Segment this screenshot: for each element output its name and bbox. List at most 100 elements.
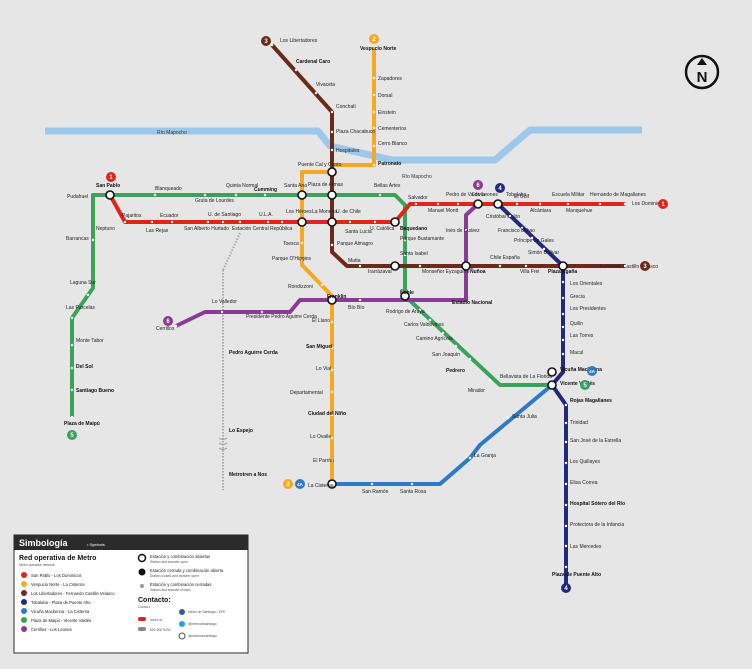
svg-text:San Pablo - Los Dominicos: San Pablo - Los Dominicos [31,573,82,578]
station-label: Blanqueado [155,186,182,192]
interchange-station[interactable] [327,217,337,227]
station-label: Ñuñoa [470,268,486,275]
river-label: Río Mapocho [402,174,432,180]
station-label: Monte Tabor [76,338,104,344]
station-label: San Miguel [306,344,333,350]
svg-text:6: 6 [166,319,170,325]
legend-line-item: Los Libertadores - Fernando Castillo Vel… [21,590,115,596]
station-label: Baquedano [400,226,427,232]
station-label: Carlos Valdovinos [404,322,444,328]
station-label: Las Torres [570,333,594,339]
station-label: La Cisterna [308,483,334,489]
station-label: Irarrázaval [368,269,392,275]
interchange-station[interactable] [390,217,400,227]
line-badge: 5 [67,430,77,440]
station-label: Plaza de Armas [308,182,344,188]
station-label: Los Héroes [286,209,312,215]
line-badge: 6 [163,316,173,326]
station-label: Los Presidentes [570,306,606,312]
station-label: Inés de Suárez [446,228,480,234]
station-label: Vivaceta [316,82,335,88]
line-badge: 3 [640,261,650,271]
legend-symbol: Estación y combinación abiertas Station … [137,553,210,564]
station-label: Hospitales [336,148,360,154]
station-label: El Llano [312,318,330,324]
svg-text:@metrodesantiago: @metrodesantiago [188,634,217,638]
station-label: Los Leones [472,192,498,198]
svg-text:Estación y combinación abierta: Estación y combinación abiertas [150,554,210,559]
interchange-station[interactable] [473,199,483,209]
svg-text:6: 6 [476,183,480,189]
instagram-icon [178,632,186,640]
contact-item: metro.cl [138,617,162,622]
station-label: Einstein [378,110,396,116]
station-label: San Pablo [96,183,120,189]
station-label: Rodrigo de Araya [386,309,425,315]
station-label: Lo Vial [316,366,331,372]
station-label: Chile España [490,255,520,261]
interchange-station[interactable] [297,190,307,200]
interchange-station[interactable] [327,167,337,177]
interchange-station[interactable] [327,190,337,200]
interchange-station[interactable] [547,380,557,390]
metrotren-track [222,232,241,271]
station-label: Ecuador [160,213,179,219]
station-label: Zapadores [378,76,402,82]
legend-line-item: Tobalaba - Plaza de Puente Alto [21,599,91,605]
station-label: Macul [570,350,583,356]
station-label: Conchalí [336,104,356,110]
metrotren-symbol [218,437,228,450]
svg-text:Plaza de Maipú - Vicente Valdé: Plaza de Maipú - Vicente Valdés [31,618,91,623]
social-item[interactable]: Metro de Santiago • EFE [179,609,226,615]
station-label: Matta [348,258,361,264]
social-item[interactable]: @metrodesantiago [179,621,217,627]
station-label: Quilín [570,321,583,327]
station-label: Príncipe de Gales [514,238,554,244]
station-label: San José de la Estrella [570,438,621,444]
station-label: Pedro de Valdivia [446,192,485,198]
interchange-station[interactable] [493,199,503,209]
station-label: San Ramón [362,489,389,495]
station-label: Estación Central [232,226,269,232]
station-label: Villa Frei [520,269,539,275]
station-label: Hernando de Magallanes [590,192,646,198]
station-label: Rondizzoni [288,284,313,290]
station-label: La Moneda [312,209,337,215]
social-item[interactable]: @metrodesantiago [178,632,217,640]
facebook-icon [179,609,185,615]
station-label: Monseñor Eyzaguirre [422,269,470,275]
interchange-station[interactable] [400,291,410,301]
legend-line-item: Cerrillos - Los Leones [21,626,72,632]
station-label: Cardenal Caro [296,59,330,65]
svg-text:4: 4 [564,586,568,592]
interchange-station[interactable] [558,261,568,271]
station-label: Quinta Normal [226,183,258,189]
svg-text:Estación cerrada y combinación: Estación cerrada y combinación abierta [150,568,224,573]
interchange-station[interactable] [297,217,307,227]
interchange-station[interactable] [547,367,557,377]
station-label: Cerrillos [156,326,175,332]
station-label: Santiago Bueno [76,388,114,394]
svg-text:Station closed and transfer op: Station closed and transfer open [150,574,199,578]
station-label: República [270,226,292,232]
interchange-station[interactable] [327,295,337,305]
interchange-station[interactable] [461,261,471,271]
station-label: Patronato [378,161,401,167]
station-label: Pedrero [446,368,465,374]
station-labels: Pudahuel San Pablo Neptuno Pajaritos Las… [64,38,665,578]
line-badge: 6 [473,180,483,190]
station-label: Santa Ana [284,183,307,189]
contact-item: 600 600 9292 [138,627,171,632]
contact-heading: Contacto: [138,597,171,604]
station-label: Protectora de la Infancia [570,522,624,528]
legend-line-item: San Pablo - Los Dominicos [21,572,82,578]
station-label: Las Rejas [146,228,169,234]
legend-line-item: Plaza de Maipú - Vicente Valdés [21,617,91,623]
interchange-station[interactable] [390,261,400,271]
interchange-station[interactable] [327,479,337,489]
station-label: Pudahuel [67,194,88,200]
legend-line-item: Vicuña Mackenna - La Cisterna [21,608,90,614]
phone-icon [138,627,146,631]
interchange-station[interactable] [105,190,115,200]
